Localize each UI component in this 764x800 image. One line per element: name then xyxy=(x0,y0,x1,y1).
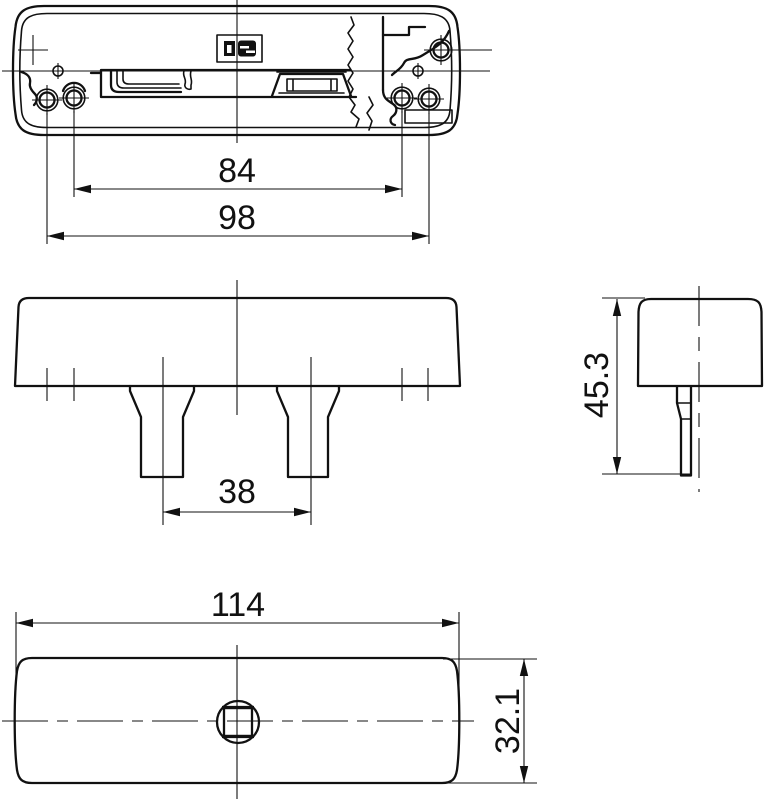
drive-circle xyxy=(215,699,261,745)
hole-right-outer xyxy=(414,84,444,114)
drive-square xyxy=(222,706,254,738)
center-square-drive xyxy=(215,699,261,745)
hole-crosshair xyxy=(32,85,62,115)
slot-edges xyxy=(89,68,358,99)
right-partition-hook xyxy=(381,88,398,127)
hole-crosshair xyxy=(387,83,417,113)
dimension-text-84: 84 xyxy=(218,152,256,190)
right-bottom-recess xyxy=(404,109,453,124)
bottom-view-dimensions: 114 32.1 xyxy=(15,586,537,784)
slot-squiggle xyxy=(182,70,193,91)
side-view-dimensions: 45.3 xyxy=(578,297,692,475)
drive-chords xyxy=(222,705,254,739)
hole-right-inner xyxy=(387,83,417,113)
hole-left-inner xyxy=(59,83,89,113)
leg-outline xyxy=(675,385,693,477)
mounting-holes xyxy=(32,35,453,115)
corner-center-cross xyxy=(18,35,48,65)
right-step-line xyxy=(381,25,427,37)
body-outline xyxy=(636,297,764,388)
top-view: 84 98 xyxy=(2,0,492,244)
extension-lines xyxy=(46,111,430,244)
hole-crosshair xyxy=(410,63,426,79)
front-view: 38 xyxy=(13,280,462,525)
left-leg-outline xyxy=(128,384,196,479)
hole-crosshair xyxy=(414,84,444,114)
brand-glyph-right-cut1 xyxy=(240,46,249,49)
dimension-text-38: 38 xyxy=(218,473,256,511)
bottom-view: 114 32.1 xyxy=(2,586,537,799)
brand-glyph-left-cut xyxy=(227,45,232,53)
slot-right-key-outline xyxy=(270,72,353,98)
side-view: 45.3 xyxy=(578,286,764,492)
right-leg-outline xyxy=(275,384,341,479)
slot-right-key-inner xyxy=(278,78,345,94)
hole-crosshair xyxy=(59,83,89,113)
pilot-hole-left xyxy=(50,63,66,79)
right-pocket-curve xyxy=(390,29,451,77)
brand-glyph-right-cut2 xyxy=(246,50,255,53)
leg-step-lines xyxy=(676,402,692,420)
break-line-left xyxy=(347,16,360,128)
inner-outline xyxy=(19,12,453,129)
dimension-text-98: 98 xyxy=(218,199,256,237)
slot-left-channel-inner xyxy=(122,70,180,85)
central-slot xyxy=(89,68,358,99)
hole-crosshair xyxy=(50,63,66,79)
left-hole-boss-arc xyxy=(61,81,87,93)
brand-mark xyxy=(216,34,263,63)
break-line-right xyxy=(366,96,374,131)
brand-mark-frame xyxy=(216,34,263,63)
right-internal-structure xyxy=(381,15,453,127)
dimension-text-45-3: 45.3 xyxy=(578,352,616,418)
pilot-hole-right xyxy=(410,63,426,79)
hole-left-outer xyxy=(32,85,62,115)
dimension-text-32-1: 32.1 xyxy=(489,688,527,754)
hole-top-right xyxy=(429,35,453,65)
body-outline xyxy=(13,296,462,388)
dimension-text-114: 114 xyxy=(211,586,265,624)
top-view-dimensions: 84 98 xyxy=(46,111,430,244)
hole-position-ticks xyxy=(46,368,429,401)
slot-left-channel-outer xyxy=(109,69,183,94)
slot-left-channel-mid xyxy=(116,70,182,89)
front-view-dimensions: 38 xyxy=(163,473,311,517)
